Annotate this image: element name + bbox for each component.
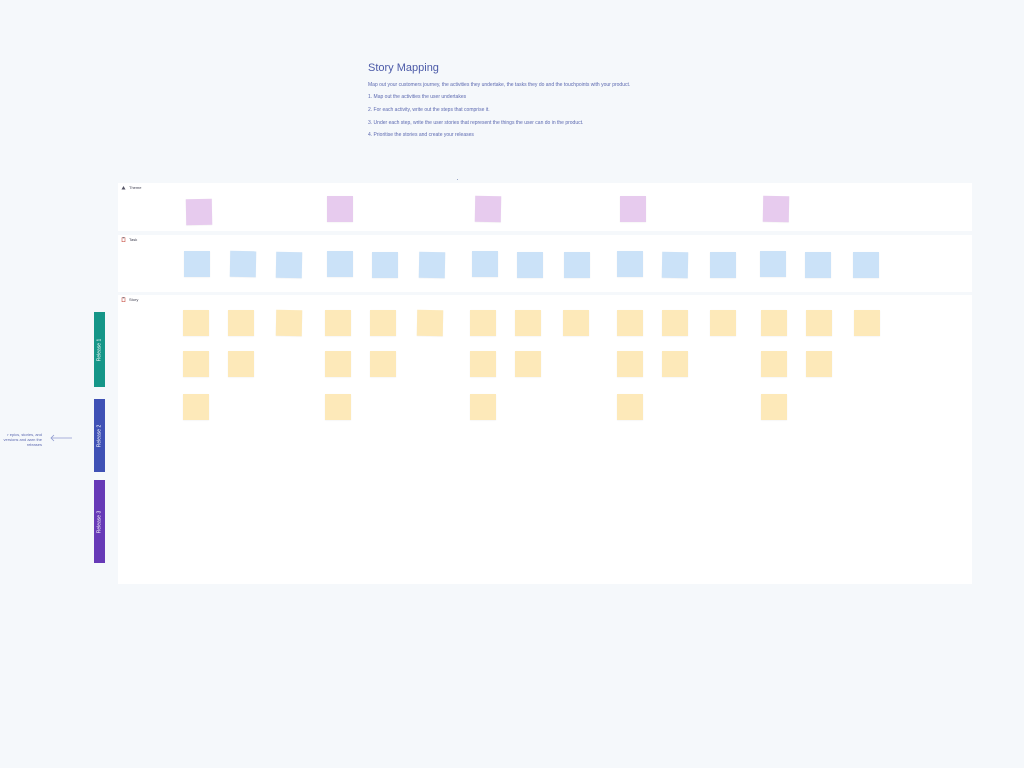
story-sticky[interactable] (325, 310, 351, 336)
task-sticky[interactable] (327, 251, 353, 277)
task-sticky[interactable] (710, 252, 736, 278)
task-sticky[interactable] (472, 251, 498, 277)
story-sticky[interactable] (183, 310, 209, 336)
story-lane[interactable]: Story (118, 295, 972, 584)
theme-icon (121, 186, 126, 190)
story-sticky[interactable] (617, 310, 643, 336)
release-1-bar[interactable]: Release 1 (94, 312, 105, 387)
release-2-label: Release 2 (96, 424, 103, 447)
story-sticky[interactable] (183, 351, 209, 377)
release-3-bar[interactable]: Release 3 (94, 480, 105, 563)
story-sticky[interactable] (470, 310, 496, 336)
theme-lane-label: Theme (129, 185, 142, 190)
task-sticky[interactable] (760, 251, 786, 277)
story-sticky[interactable] (761, 351, 787, 377)
story-sticky[interactable] (228, 351, 254, 377)
task-sticky[interactable] (275, 251, 303, 279)
intro-panel: Story Mapping Map out your customers jou… (368, 62, 688, 145)
instruction-step: 4. Prioritise the stories and create you… (368, 132, 474, 139)
story-sticky[interactable] (183, 394, 209, 420)
task-sticky[interactable] (564, 252, 590, 278)
story-sticky[interactable] (662, 351, 688, 377)
release-1-label: Release 1 (96, 338, 103, 361)
release-2-bar[interactable]: Release 2 (94, 399, 105, 472)
instruction-step: 1. Map out the activities the user under… (368, 94, 467, 100)
instruction-step: 2. For each activity, write out the step… (368, 106, 490, 113)
board-title: Story Mapping (368, 62, 439, 74)
task-sticky[interactable] (418, 251, 446, 279)
board-description: Map out your customers journey, the acti… (368, 82, 631, 88)
side-note: r epics, stories, and versions and aarn … (3, 432, 42, 447)
story-lane-header: Story (121, 297, 138, 302)
story-sticky[interactable] (854, 310, 880, 336)
task-sticky[interactable] (617, 251, 643, 277)
story-sticky[interactable] (416, 309, 444, 337)
story-sticky[interactable] (470, 351, 496, 377)
task-sticky[interactable] (805, 252, 831, 278)
story-sticky[interactable] (617, 394, 643, 420)
theme-sticky[interactable] (327, 196, 353, 222)
story-sticky[interactable] (370, 310, 396, 336)
story-sticky[interactable] (710, 310, 736, 336)
story-sticky[interactable] (806, 351, 832, 377)
story-sticky[interactable] (662, 310, 688, 336)
story-sticky[interactable] (761, 310, 787, 336)
theme-lane-header: Theme (121, 185, 141, 190)
story-sticky[interactable] (515, 351, 541, 377)
instruction-step: 3. Under each step, write the user stori… (368, 119, 584, 126)
theme-sticky[interactable] (620, 196, 646, 222)
story-sticky[interactable] (370, 351, 396, 377)
task-lane-label: Task (129, 237, 138, 242)
story-sticky[interactable] (806, 310, 832, 336)
task-lane[interactable]: Task (118, 235, 972, 292)
task-lane-header: Task (121, 237, 137, 242)
theme-sticky[interactable] (474, 195, 502, 223)
story-sticky[interactable] (325, 351, 351, 377)
theme-sticky[interactable] (185, 198, 213, 226)
clipboard-icon (121, 297, 126, 302)
story-sticky[interactable] (617, 351, 643, 377)
story-sticky[interactable] (515, 310, 541, 336)
task-sticky[interactable] (517, 252, 543, 278)
task-sticky[interactable] (372, 252, 398, 278)
story-sticky[interactable] (275, 309, 303, 337)
task-sticky[interactable] (229, 250, 257, 278)
clipboard-icon (121, 237, 126, 242)
anchor-dot (457, 179, 458, 180)
arrow-left-icon (50, 434, 72, 442)
story-sticky[interactable] (228, 310, 254, 336)
story-sticky[interactable] (563, 310, 589, 336)
story-lane-label: Story (129, 297, 139, 302)
story-sticky[interactable] (761, 394, 787, 420)
story-sticky[interactable] (325, 394, 351, 420)
theme-lane[interactable]: Theme (118, 183, 972, 231)
release-3-label: Release 3 (96, 510, 103, 533)
task-sticky[interactable] (853, 252, 879, 278)
task-sticky[interactable] (661, 251, 689, 279)
theme-sticky[interactable] (762, 195, 790, 223)
task-sticky[interactable] (184, 251, 210, 277)
story-sticky[interactable] (470, 394, 496, 420)
